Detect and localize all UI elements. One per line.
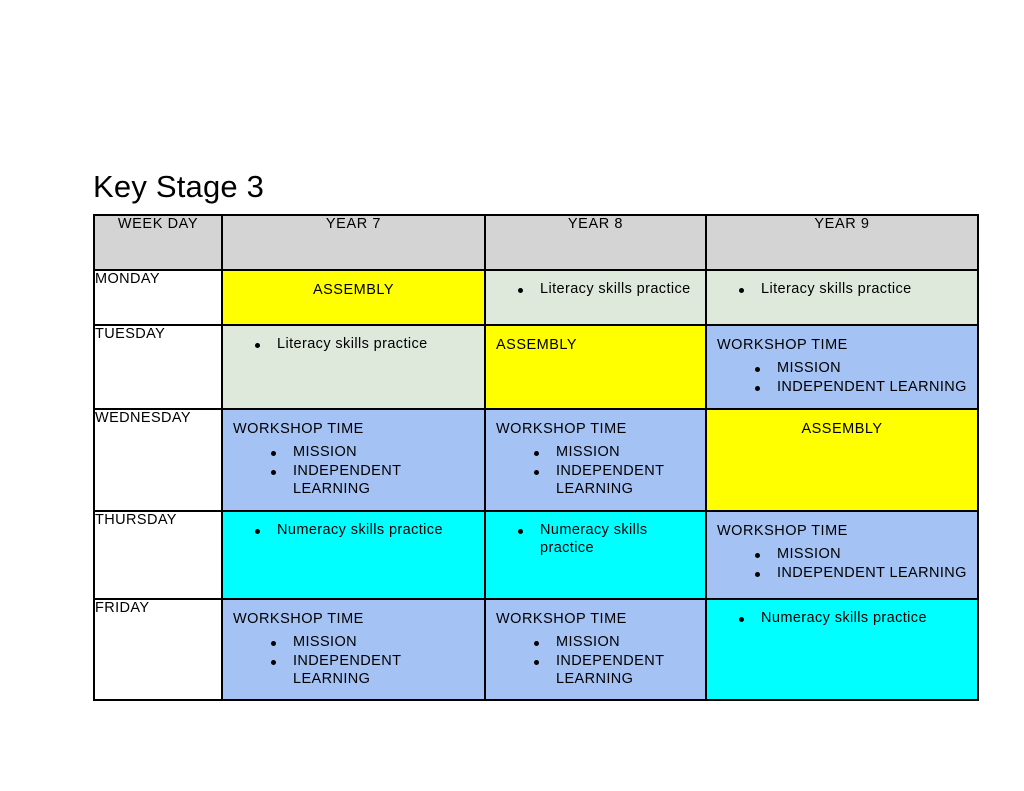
cell-bullet-list: Numeracy skills practice xyxy=(717,610,967,628)
schedule-cell-monday-year-9[interactable]: Literacy skills practice xyxy=(705,269,979,326)
cell-title: WORKSHOP TIME xyxy=(496,611,627,627)
cell-bullet-list: Literacy skills practice xyxy=(717,281,967,299)
schedule-cell-friday-year-9[interactable]: Numeracy skills practice xyxy=(705,598,979,701)
cell-title: WORKSHOP TIME xyxy=(233,421,364,437)
cell-title: WORKSHOP TIME xyxy=(233,611,364,627)
cell-bullet-list: Literacy skills practice xyxy=(233,336,474,354)
schedule-cell-tuesday-year-7[interactable]: Literacy skills practice xyxy=(221,324,486,410)
timetable: WEEK DAY YEAR 7 YEAR 8 YEAR 9 MONDAY ASSE… xyxy=(93,214,979,701)
day-label-friday: FRIDAY xyxy=(93,598,223,701)
list-item: INDEPENDENT LEARNING xyxy=(534,653,695,688)
column-header-week-day: WEEK DAY xyxy=(93,214,223,271)
list-item: INDEPENDENT LEARNING xyxy=(755,565,967,583)
page-title: Key Stage 3 xyxy=(93,168,265,204)
day-label-wednesday: WEDNESDAY xyxy=(93,408,223,512)
list-item: Literacy skills practice xyxy=(255,336,474,354)
cell-content-literacy: Literacy skills practice xyxy=(708,272,976,323)
schedule-cell-thursday-year-8[interactable]: Numeracy skills practice xyxy=(484,510,707,600)
cell-bullet-list: Numeracy skills practice xyxy=(233,522,474,540)
column-header-year-7: YEAR 7 xyxy=(221,214,486,271)
cell-content-assembly: ASSEMBLY xyxy=(224,272,483,323)
list-item: Numeracy skills practice xyxy=(255,522,474,540)
cell-content-numeracy: Numeracy skills practice xyxy=(487,513,704,597)
list-item: Literacy skills practice xyxy=(739,281,967,299)
cell-content-numeracy: Numeracy skills practice xyxy=(708,601,976,698)
list-item: MISSION xyxy=(534,634,695,652)
cell-title: WORKSHOP TIME xyxy=(496,421,627,437)
cell-title: WORKSHOP TIME xyxy=(717,337,848,353)
cell-title: WORKSHOP TIME xyxy=(717,523,848,539)
schedule-cell-monday-year-8[interactable]: Literacy skills practice xyxy=(484,269,707,326)
day-label-tuesday: TUESDAY xyxy=(93,324,223,410)
table-row: THURSDAY Numeracy skills practice Numeracy… xyxy=(93,510,979,600)
cell-content-numeracy: Numeracy skills practice xyxy=(224,513,483,597)
schedule-cell-thursday-year-7[interactable]: Numeracy skills practice xyxy=(221,510,486,600)
timetable-header: WEEK DAY YEAR 7 YEAR 8 YEAR 9 xyxy=(93,214,979,271)
list-item: Numeracy skills practice xyxy=(739,610,967,628)
list-item: Literacy skills practice xyxy=(518,281,695,299)
cell-title: ASSEMBLY xyxy=(312,282,395,298)
cell-content-literacy: Literacy skills practice xyxy=(487,272,704,323)
list-item: MISSION xyxy=(271,634,474,652)
list-item: MISSION xyxy=(271,444,474,462)
column-header-year-9: YEAR 9 xyxy=(705,214,979,271)
cell-content-assembly: ASSEMBLY xyxy=(487,327,704,407)
header-row: WEEK DAY YEAR 7 YEAR 8 YEAR 9 xyxy=(93,214,979,271)
day-label-monday: MONDAY xyxy=(93,269,223,326)
list-item: INDEPENDENT LEARNING xyxy=(755,379,967,397)
cell-title: ASSEMBLY xyxy=(496,337,578,353)
schedule-cell-tuesday-year-8[interactable]: ASSEMBLY xyxy=(484,324,707,410)
column-header-year-8: YEAR 8 xyxy=(484,214,707,271)
list-item: INDEPENDENT LEARNING xyxy=(271,463,474,498)
list-item: Numeracy skills practice xyxy=(518,522,695,557)
list-item: INDEPENDENT LEARNING xyxy=(534,463,695,498)
day-label-thursday: THURSDAY xyxy=(93,510,223,600)
table-row: TUESDAY Literacy skills practice ASSEMBLY W… xyxy=(93,324,979,410)
cell-bullet-list: Numeracy skills practice xyxy=(496,522,695,557)
list-item: INDEPENDENT LEARNING xyxy=(271,653,474,688)
cell-title: ASSEMBLY xyxy=(801,421,883,437)
list-item: MISSION xyxy=(755,546,967,564)
table-row: MONDAY ASSEMBLY Literacy skills practice Li… xyxy=(93,269,979,326)
cell-bullet-list: Literacy skills practice xyxy=(496,281,695,299)
cell-content-literacy: Literacy skills practice xyxy=(224,327,483,407)
list-item: MISSION xyxy=(755,360,967,378)
list-item: MISSION xyxy=(534,444,695,462)
timetable-container: WEEK DAY YEAR 7 YEAR 8 YEAR 9 MONDAY ASSE… xyxy=(93,214,979,701)
cell-content-assembly: ASSEMBLY xyxy=(708,411,976,509)
schedule-cell-wednesday-year-9[interactable]: ASSEMBLY xyxy=(705,408,979,512)
schedule-cell-monday-year-7[interactable]: ASSEMBLY xyxy=(221,269,486,326)
